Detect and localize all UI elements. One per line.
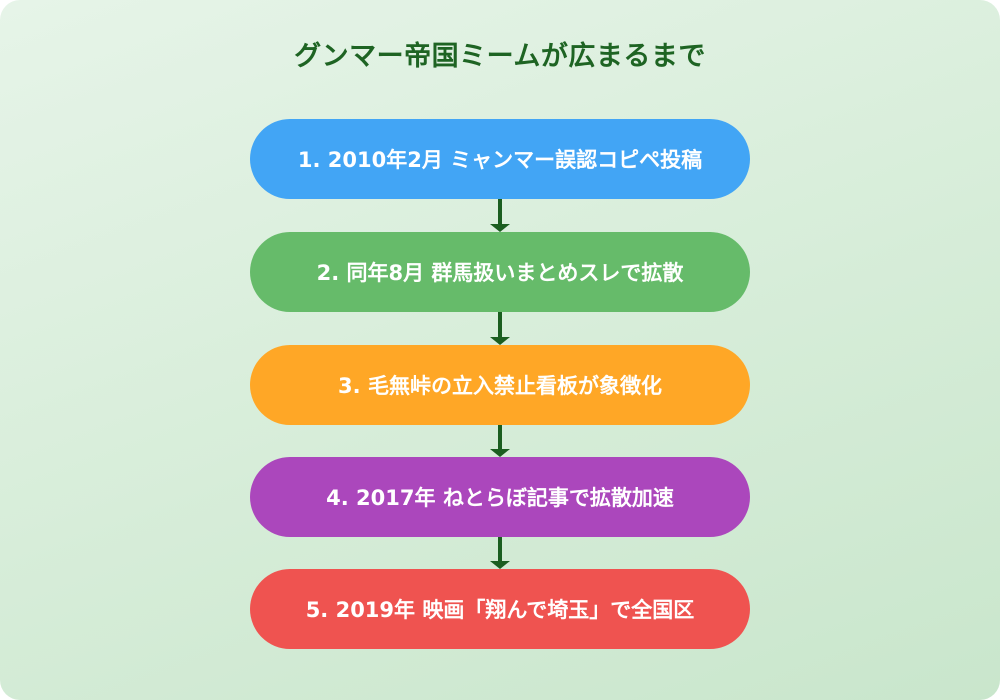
arrow-down-icon xyxy=(490,425,510,457)
step-5-label: 5. 2019年 映画「翔んで埼玉」で全国区 xyxy=(305,598,695,622)
arrow-down-icon xyxy=(490,199,510,232)
arrow-down-icon xyxy=(490,537,510,569)
step-5-box: 5. 2019年 映画「翔んで埼玉」で全国区 xyxy=(250,569,750,649)
step-3-label: 3. 毛無峠の立入禁止看板が象徴化 xyxy=(338,374,662,398)
step-2-label: 2. 同年8月 群馬扱いまとめスレで拡散 xyxy=(316,261,684,285)
step-1-box: 1. 2010年2月 ミャンマー誤認コピペ投稿 xyxy=(250,119,750,199)
step-4-box: 4. 2017年 ねとらぼ記事で拡散加速 xyxy=(250,457,750,537)
step-4-label: 4. 2017年 ねとらぼ記事で拡散加速 xyxy=(326,486,674,510)
step-1-label: 1. 2010年2月 ミャンマー誤認コピペ投稿 xyxy=(297,148,703,172)
step-3-box: 3. 毛無峠の立入禁止看板が象徴化 xyxy=(250,345,750,425)
arrow-down-icon xyxy=(490,312,510,345)
step-2-box: 2. 同年8月 群馬扱いまとめスレで拡散 xyxy=(250,232,750,312)
diagram-title: グンマー帝国ミームが広まるまで xyxy=(294,41,706,72)
